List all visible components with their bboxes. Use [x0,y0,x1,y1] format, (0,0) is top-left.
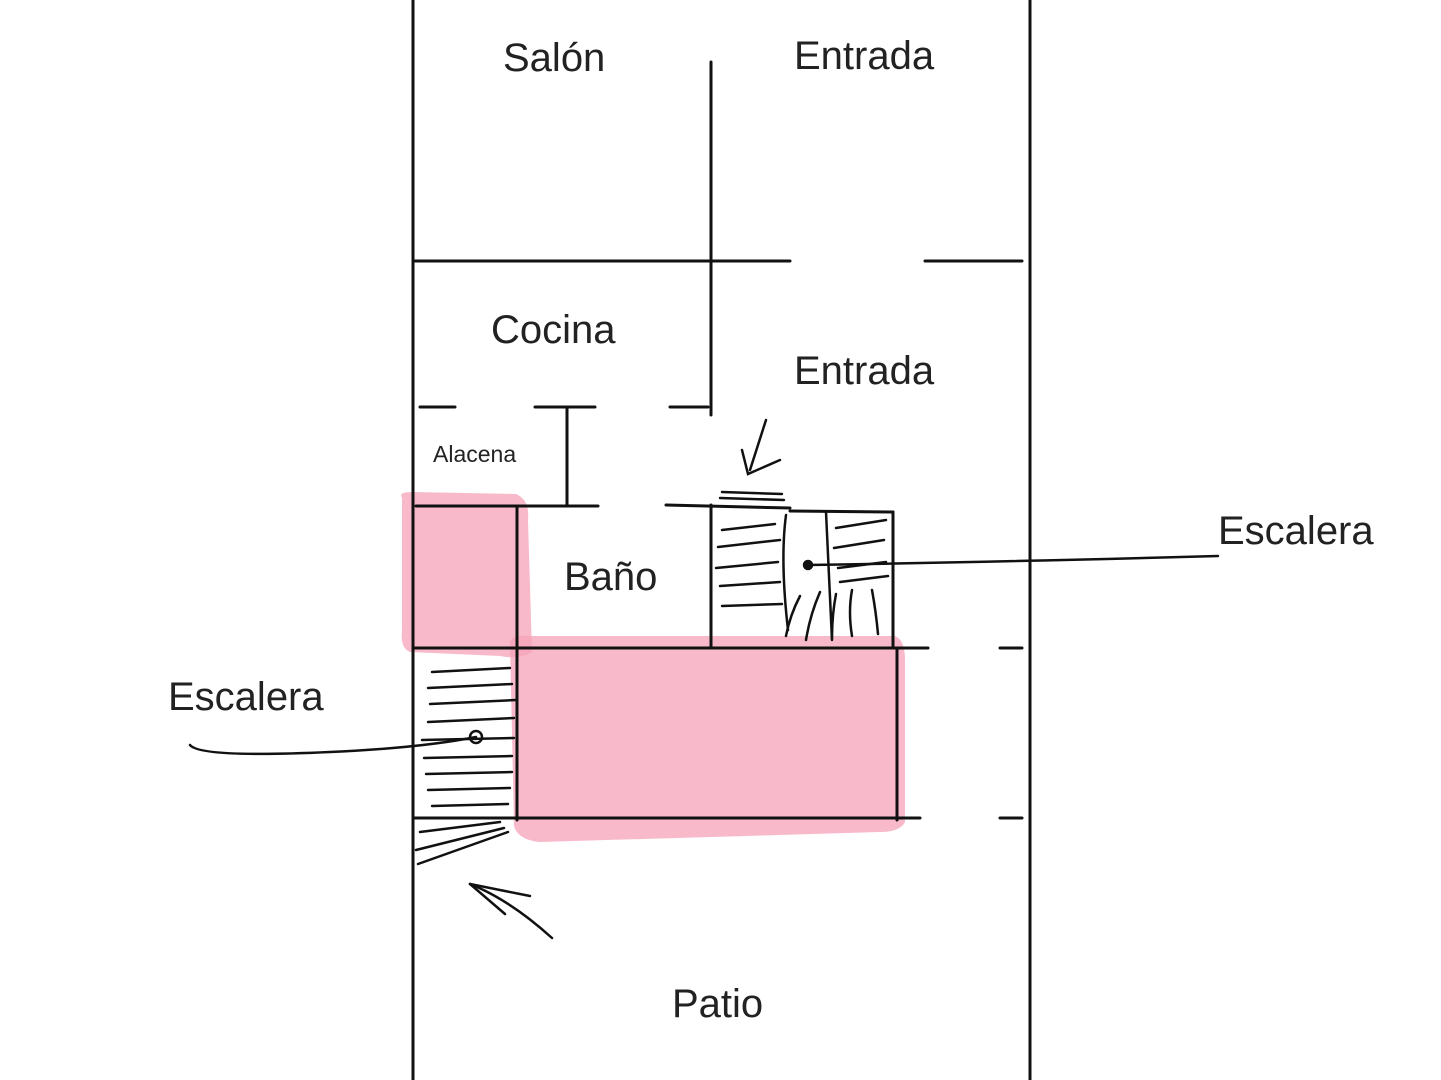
room-label-cocina: Cocina [491,308,616,352]
staircase-left [188,666,554,940]
room-label-entrada-top: Entrada [794,34,935,78]
highlight-upper-left [401,492,532,658]
highlight-lower [510,635,905,842]
room-label-alacena: Alacena [433,441,517,467]
highlight-areas [401,492,905,842]
staircase-right [714,418,1220,642]
annotation-escalera-right: Escalera [1218,509,1374,553]
annotation-escalera-left: Escalera [168,675,324,719]
walls [411,0,1032,1080]
room-label-bano: Baño [564,555,658,599]
room-label-entrada-mid: Entrada [794,349,935,393]
room-label-salon: Salón [503,36,606,80]
room-label-patio: Patio [672,982,764,1026]
